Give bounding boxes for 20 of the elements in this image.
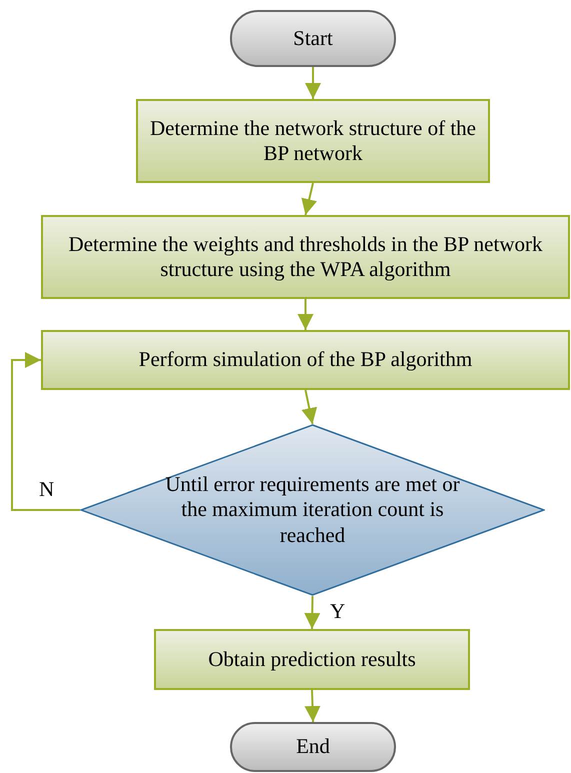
- process-box: [136, 99, 490, 183]
- arrow: [301, 182, 317, 216]
- arrow: [304, 690, 320, 722]
- node-text: Start: [293, 26, 333, 52]
- terminal-pill: [230, 722, 396, 772]
- arrow: [298, 299, 314, 330]
- process-box: [41, 330, 570, 390]
- node-text: Perform simulation of the BP algorithm: [138, 347, 472, 373]
- arrow: [301, 390, 318, 424]
- arrow: [305, 67, 321, 99]
- node-text: Determine the weights and thresholds in the BP network structure using the WPA algorithm: [68, 232, 544, 282]
- decision-diamond: [80, 424, 545, 596]
- process-box: [41, 215, 570, 299]
- arrow: [11, 352, 80, 511]
- process-box: [154, 629, 470, 690]
- node-text: Obtain prediction results: [208, 646, 416, 672]
- node-text: End: [296, 734, 330, 760]
- node-text: Until error requirements are met or the maximum iteration count is reached: [164, 472, 461, 548]
- arrow: [304, 596, 320, 630]
- node-text: Determine the network structure of the BP network: [149, 116, 477, 166]
